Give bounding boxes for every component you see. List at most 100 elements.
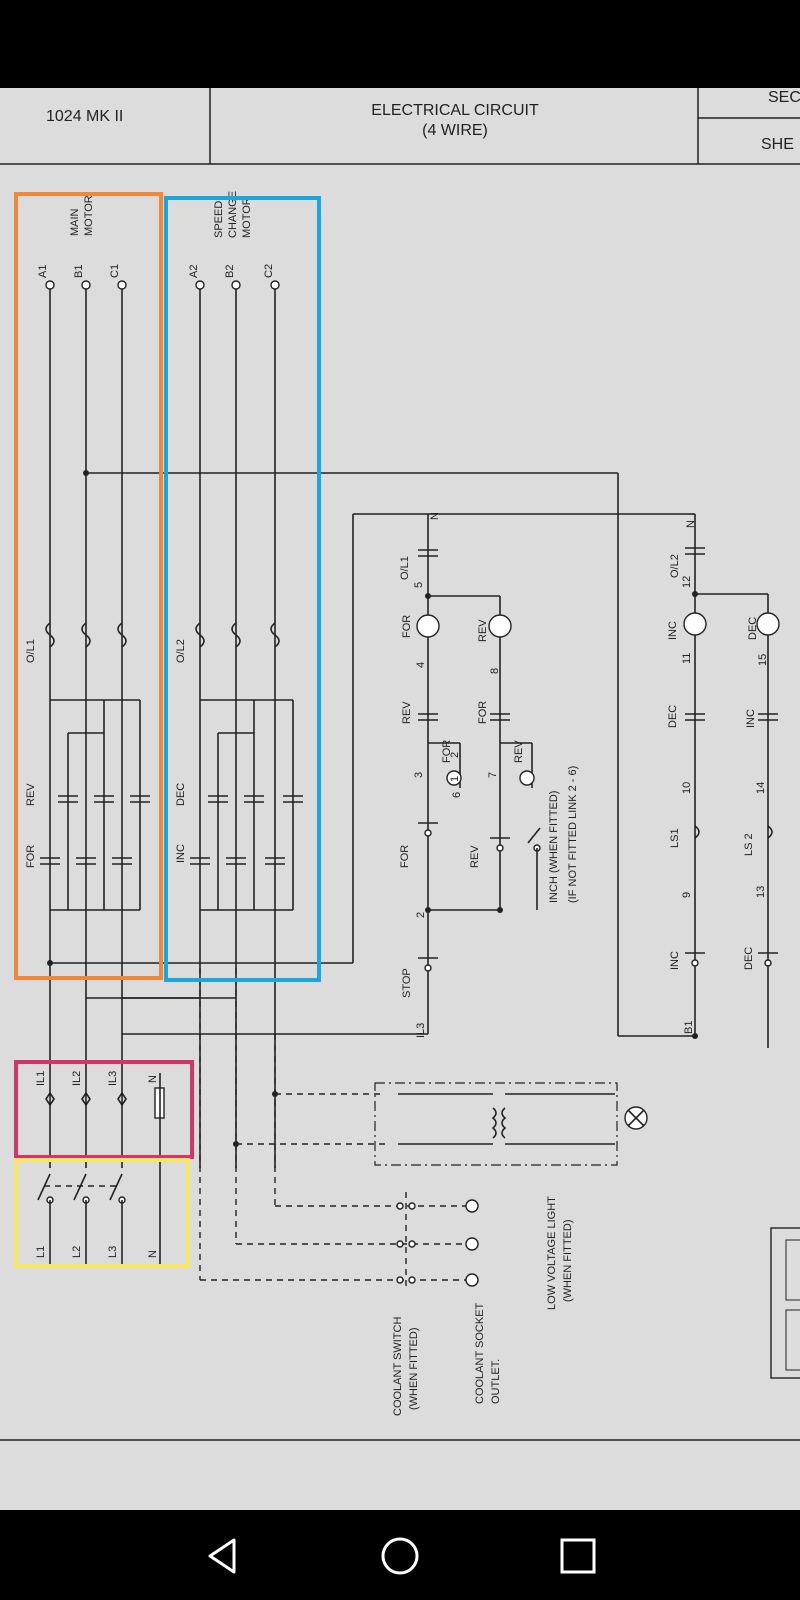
control-ol2-label: O/L2 — [669, 554, 681, 578]
home-button[interactable] — [372, 1528, 428, 1584]
terminal-b1: B1 — [73, 265, 85, 278]
inc-coil-label: INC — [667, 621, 679, 640]
supply-highlight-box — [14, 1158, 190, 1268]
terminal-b2: B2 — [224, 265, 236, 278]
svg-text:5: 5 — [413, 582, 425, 588]
supply-n-label: N — [147, 1250, 159, 1258]
main-motor-highlight-box — [14, 192, 163, 980]
supply-l3-label: L3 — [107, 1246, 119, 1258]
fuse-n-label: N — [147, 1075, 159, 1083]
svg-text:12: 12 — [681, 576, 693, 588]
back-icon — [208, 1538, 236, 1574]
schematic-document: 1024 MK II ELECTRICAL CIRCUIT (4 WIRE) S… — [0, 88, 800, 1510]
svg-text:10: 10 — [681, 782, 693, 794]
limit-switch-2-label: LS 2 — [743, 833, 755, 856]
svg-text:CHANGE: CHANGE — [227, 191, 239, 238]
supply-isolator — [37, 1173, 126, 1268]
inc-interlock-label: INC — [745, 709, 757, 728]
svg-text:7: 7 — [487, 772, 499, 778]
fuse-block — [45, 1073, 165, 1268]
rev-interlock-label: REV — [401, 701, 413, 724]
svg-text:13: 13 — [755, 886, 767, 898]
coolant-socket-label: COOLANT SOCKET — [474, 1302, 486, 1404]
for-button-label: FOR — [399, 845, 411, 868]
inc-button-label: INC — [669, 951, 681, 970]
coolant-socket-note: OUTLET. — [490, 1359, 502, 1404]
section-label: SEC — [768, 89, 800, 106]
svg-text:14: 14 — [755, 782, 767, 794]
partial-table — [770, 1227, 800, 1379]
svg-text:11: 11 — [681, 653, 693, 664]
dec-contactor-label: DEC — [175, 783, 187, 806]
control-ol1-label: O/L1 — [399, 556, 411, 580]
dec-button-label: DEC — [743, 947, 755, 970]
overload-ol1-label: O/L1 — [25, 639, 37, 663]
supply-l1-label: L1 — [35, 1246, 47, 1258]
diagram-title: ELECTRICAL CIRCUIT — [371, 102, 539, 119]
navigation-bar — [0, 1510, 800, 1600]
terminal-a1: A1 — [37, 265, 49, 278]
model-number: 1024 MK II — [46, 108, 123, 125]
svg-text:B1: B1 — [683, 1021, 695, 1034]
svg-text:2: 2 — [449, 752, 461, 758]
fuse-il2-label: IL2 — [71, 1071, 83, 1086]
limit-switch-1-label: LS1 — [669, 828, 681, 848]
dec-coil-label: DEC — [747, 617, 759, 640]
svg-text:6: 6 — [451, 792, 463, 798]
for-coil-label: FOR — [401, 615, 413, 638]
bus-wiring — [50, 472, 695, 1037]
recents-button[interactable] — [550, 1528, 606, 1584]
rev-aux-label: REV — [513, 740, 525, 763]
terminal-c1: C1 — [109, 264, 121, 278]
low-voltage-light-label: LOW VOLTAGE LIGHT — [546, 1196, 558, 1310]
title-block: 1024 MK II ELECTRICAL CIRCUIT (4 WIRE) S… — [0, 88, 800, 165]
overload-ol2-label: O/L2 — [175, 639, 187, 663]
inc-contactor-label: INC — [175, 844, 187, 863]
svg-text:MOTOR: MOTOR — [241, 197, 253, 238]
sheet-label: SHE — [761, 136, 794, 153]
coolant-switch-label: COOLANT SWITCH — [392, 1317, 404, 1416]
terminal-a2: A2 — [188, 265, 200, 278]
supply-l2-label: L2 — [71, 1246, 83, 1258]
speed-motor-wiring — [190, 280, 303, 1168]
back-button[interactable] — [194, 1528, 250, 1584]
electrical-diagram: 1024 MK II ELECTRICAL CIRCUIT (4 WIRE) S… — [0, 88, 800, 1441]
svg-text:SPEED: SPEED — [213, 201, 225, 238]
control-circuit-2 — [683, 513, 780, 1048]
accessory-wiring — [199, 968, 648, 1287]
rev-coil-label: REV — [477, 619, 489, 642]
svg-text:15: 15 — [757, 654, 769, 666]
rev-button-label: REV — [469, 845, 481, 868]
inch-label: INCH (WHEN FITTED) — [548, 791, 560, 903]
for-interlock-label: FOR — [477, 701, 489, 724]
fuse-il3-label: IL3 — [107, 1071, 119, 1086]
svg-text:1: 1 — [449, 776, 461, 782]
speed-motor-highlight-box — [164, 196, 321, 982]
svg-text:3: 3 — [413, 772, 425, 778]
stop-button-label: STOP — [401, 968, 413, 998]
main-motor-label: MAIN MOTOR — [69, 195, 95, 236]
svg-text:MOTOR: MOTOR — [83, 195, 95, 236]
svg-text:4: 4 — [415, 662, 427, 668]
svg-text:MAIN: MAIN — [69, 208, 81, 236]
svg-text:9: 9 — [681, 892, 693, 898]
svg-text:8: 8 — [489, 668, 501, 674]
fuse-highlight-box — [14, 1060, 194, 1159]
terminal-c2: C2 — [263, 264, 275, 278]
svg-text:N: N — [685, 520, 697, 528]
dec-interlock-label: DEC — [667, 705, 679, 728]
for-contactor-label: FOR — [25, 845, 37, 868]
main-motor-wiring — [40, 280, 150, 1168]
diagram-subtitle: (4 WIRE) — [422, 122, 488, 139]
coolant-switch-note: (WHEN FITTED) — [408, 1328, 420, 1410]
control-circuit-1 — [416, 514, 541, 1034]
inch-note: (IF NOT FITTED LINK 2 - 6) — [567, 766, 579, 903]
for-aux-label: FOR — [441, 740, 453, 763]
rev-contactor-label: REV — [25, 783, 37, 806]
svg-text:N: N — [429, 512, 441, 520]
fuse-il1-label: IL1 — [35, 1071, 47, 1086]
recents-icon — [560, 1538, 596, 1574]
svg-text:IL3: IL3 — [415, 1023, 427, 1038]
speed-change-motor-label: SPEED CHANGE MOTOR — [213, 191, 253, 238]
home-icon — [381, 1537, 419, 1575]
